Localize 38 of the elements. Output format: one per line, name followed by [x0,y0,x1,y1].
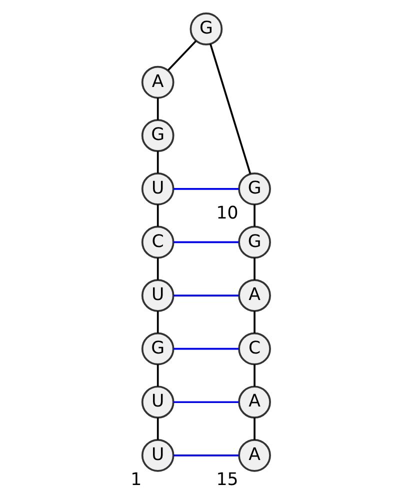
node-circle: A [238,386,271,419]
connector [254,204,256,227]
connector [174,294,239,296]
connector [174,401,239,404]
connector [156,364,159,386]
connector [156,204,159,227]
connector [254,258,256,280]
node-circle: A [141,66,174,99]
connector [156,418,159,440]
connector [156,98,159,120]
node-circle: G [238,226,271,259]
node-circle: C [141,226,174,259]
connector [167,40,197,71]
connector [174,188,239,190]
node-circle: C [238,332,271,366]
connector [156,258,159,280]
node-circle: U [141,172,174,206]
connector [174,454,239,456]
connector [254,418,256,440]
node-circle: G [141,332,174,366]
node-circle: G [190,12,223,46]
connector [254,311,256,334]
node-label: 1 [130,470,142,490]
node-circle: U [141,386,174,419]
node-circle: A [238,439,271,472]
node-circle: U [141,439,174,472]
connector [254,364,256,386]
connector [174,348,239,350]
connector [174,241,239,244]
connector [156,151,159,174]
node-circle: G [238,172,271,206]
node-circle: A [238,279,271,312]
connector [156,311,159,334]
node-circle: G [141,119,174,152]
connector [210,44,252,174]
node-label: 10 [216,203,238,224]
node-circle: U [141,279,174,312]
node-label: 15 [216,470,238,490]
